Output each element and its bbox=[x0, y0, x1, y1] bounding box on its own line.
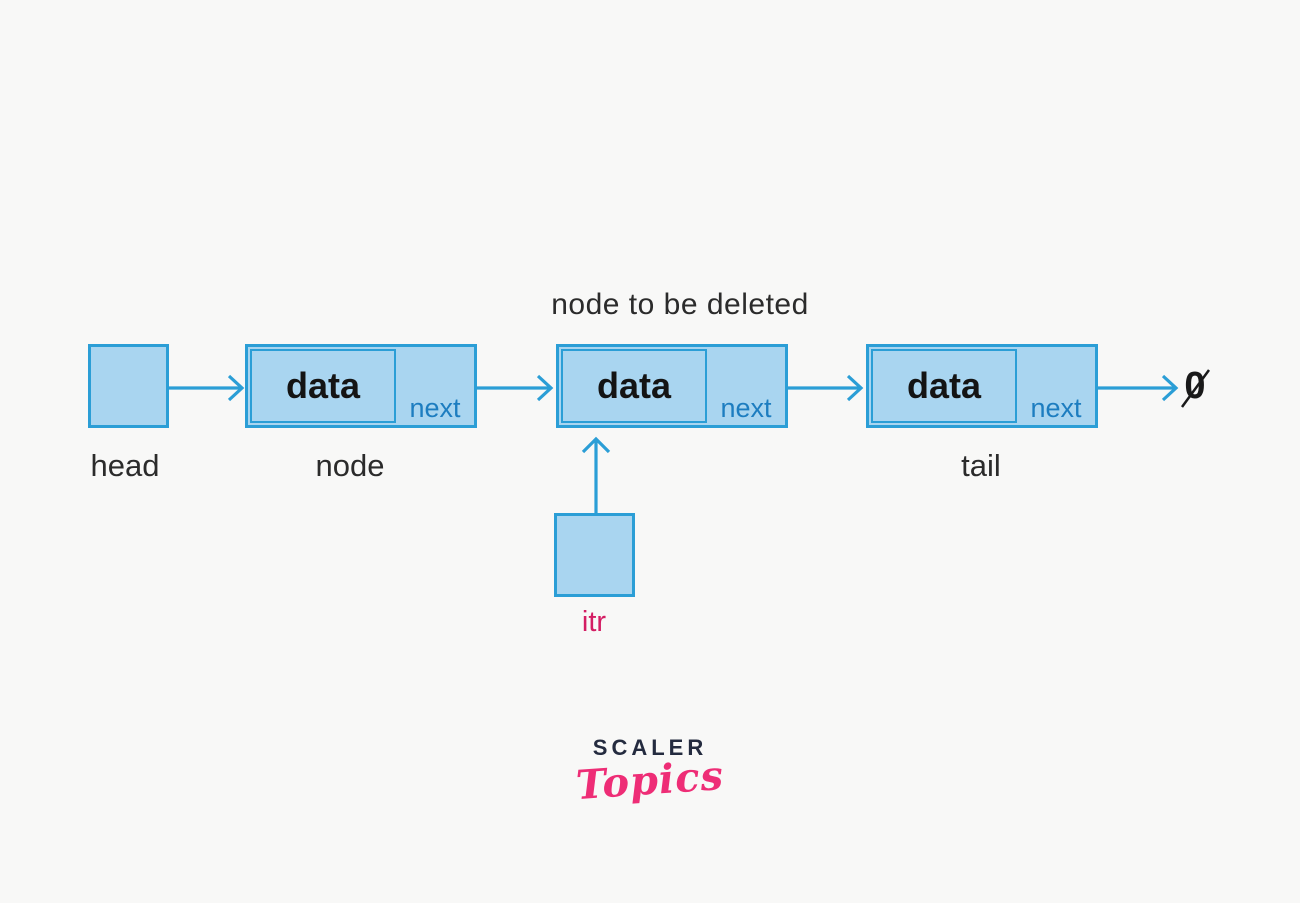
itr-pointer-box bbox=[554, 513, 635, 597]
node3-next-label: next bbox=[1030, 393, 1082, 423]
label-tail: tail bbox=[961, 448, 1001, 483]
annotation-node-to-be-deleted: node to be deleted bbox=[551, 288, 809, 321]
arrowhead-right-icon bbox=[227, 374, 245, 402]
logo-brand-text: SCALER bbox=[592, 735, 708, 760]
label-node: node bbox=[315, 448, 385, 483]
null-symbol: 0 bbox=[1184, 365, 1206, 407]
list-node-2-to-be-deleted: data next bbox=[556, 344, 788, 428]
arrowhead-right-icon bbox=[846, 374, 864, 402]
scaler-topics-logo: SCALER Topics bbox=[520, 735, 780, 809]
head-pointer-box bbox=[88, 344, 169, 428]
list-node-1: data next bbox=[245, 344, 477, 428]
node3-next-cell: next bbox=[1019, 347, 1095, 425]
node3-data-cell: data bbox=[871, 349, 1017, 423]
node2-next-cell: next bbox=[709, 347, 785, 425]
node2-data-cell: data bbox=[561, 349, 707, 423]
node2-next-label: next bbox=[720, 393, 772, 423]
list-node-3-tail: data next bbox=[866, 344, 1098, 428]
node1-next-cell: next bbox=[398, 347, 474, 425]
arrowhead-right-icon bbox=[536, 374, 554, 402]
node1-next-label: next bbox=[409, 393, 461, 423]
arrowhead-right-icon bbox=[1161, 374, 1179, 402]
node1-data-cell: data bbox=[250, 349, 396, 423]
label-head: head bbox=[90, 448, 160, 483]
arrowhead-up-icon bbox=[581, 436, 611, 454]
label-itr: itr bbox=[581, 606, 607, 638]
